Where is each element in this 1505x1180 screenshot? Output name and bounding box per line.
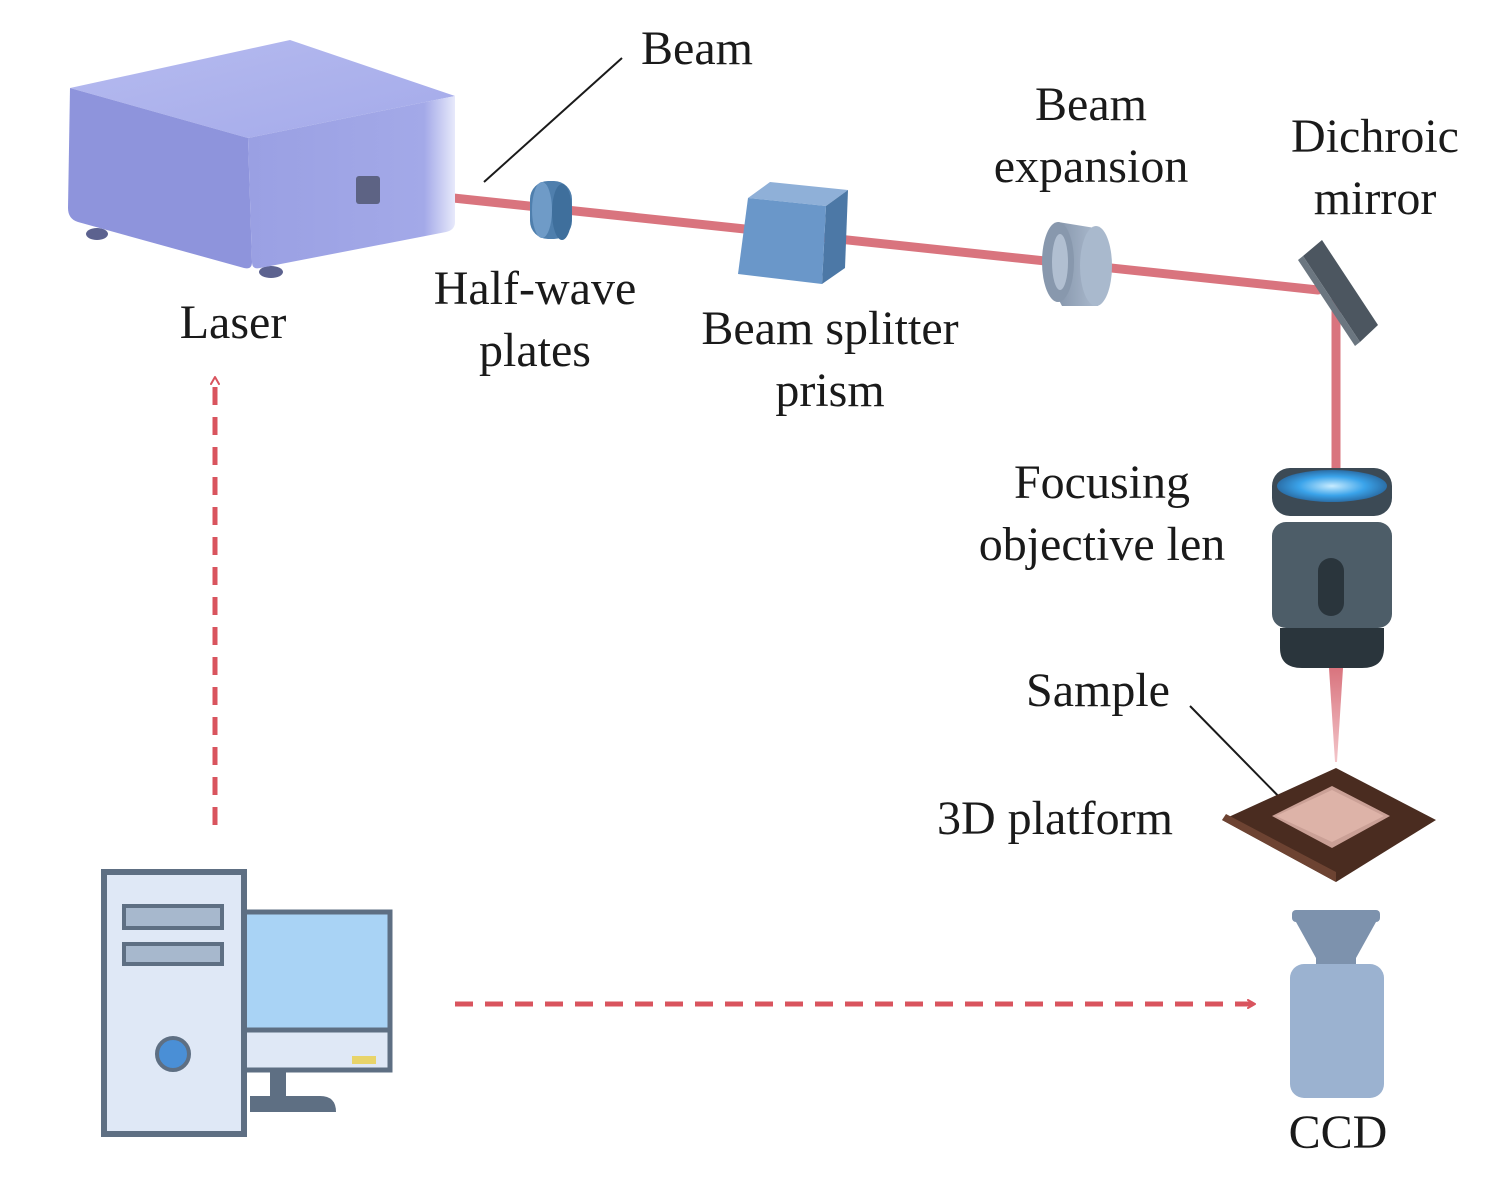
beam-pointer-line bbox=[483, 57, 623, 183]
label-beam-splitter-line2: prism bbox=[775, 364, 885, 417]
beam-splitter-prism-icon bbox=[738, 182, 848, 284]
beam-expander-icon bbox=[1042, 222, 1112, 306]
label-sample: Sample bbox=[1026, 664, 1170, 717]
laser-device-icon bbox=[68, 40, 455, 278]
label-beam-splitter-line1: Beam splitter bbox=[701, 302, 959, 355]
label-ccd: CCD bbox=[1288, 1106, 1388, 1159]
ccd-camera-icon bbox=[1290, 910, 1384, 1098]
label-dichroic-line2: mirror bbox=[1313, 172, 1437, 225]
label-half-wave-line1: Half-wave bbox=[433, 262, 637, 315]
label-beam-expansion-line1: Beam bbox=[1035, 78, 1147, 131]
label-focusing-line2: objective len bbox=[978, 518, 1226, 571]
label-beam-expansion: Beam expansion bbox=[960, 74, 1222, 198]
label-beam-expansion-line2: expansion bbox=[993, 140, 1189, 193]
label-half-wave-plates: Half-wave plates bbox=[400, 258, 670, 382]
3d-platform-icon bbox=[1222, 768, 1436, 882]
label-focusing-objective: Focusing objective len bbox=[940, 452, 1264, 576]
label-dichroic-mirror: Dichroic mirror bbox=[1262, 106, 1488, 230]
label-half-wave-line2: plates bbox=[479, 324, 591, 377]
label-laser: Laser bbox=[179, 296, 287, 349]
half-wave-plate-icon bbox=[530, 181, 572, 240]
sample-pointer-line bbox=[1189, 705, 1291, 809]
dichroic-mirror-icon bbox=[1298, 240, 1378, 346]
label-3d-platform: 3D platform bbox=[937, 792, 1173, 845]
label-beam: Beam bbox=[641, 22, 753, 75]
label-dichroic-line1: Dichroic bbox=[1291, 110, 1459, 163]
computer-icon bbox=[101, 869, 393, 1137]
label-beam-splitter-prism: Beam splitter prism bbox=[660, 298, 1000, 422]
focused-beam bbox=[1329, 668, 1343, 762]
objective-lens-icon bbox=[1272, 468, 1392, 668]
label-focusing-line1: Focusing bbox=[1013, 456, 1190, 509]
